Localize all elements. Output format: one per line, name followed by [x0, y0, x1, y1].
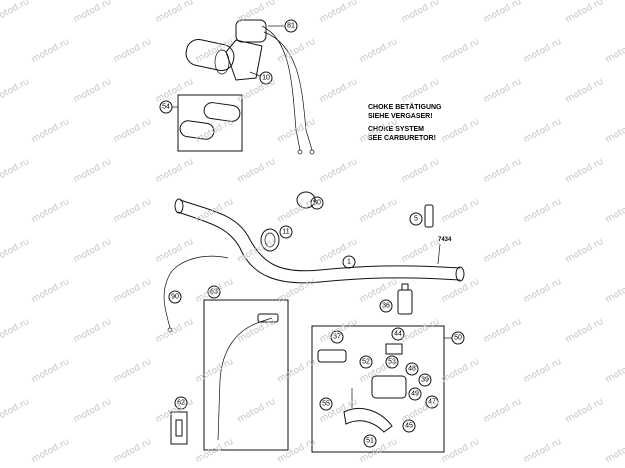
callout-m45 [402, 419, 416, 433]
callout-m39 [418, 373, 432, 387]
callout-m53 [385, 355, 399, 369]
callout-bar-end-plug-label: 5 [414, 216, 418, 223]
bar-pad [260, 228, 280, 252]
callout-m37-label: 37 [333, 334, 341, 341]
choke-note-en-line1: CHOKE SYSTEM [368, 126, 424, 133]
callout-hydraulic-line-label: 63 [210, 289, 218, 296]
hydraulic-line-frame [203, 299, 289, 451]
callout-grip-set-label: 54 [162, 104, 170, 111]
callout-clutch-cable-label: 90 [171, 294, 179, 301]
callout-m45-label: 45 [405, 423, 413, 430]
grip-set-frame [177, 94, 243, 152]
callout-clutch-cable [168, 290, 182, 304]
callout-m55-label: 55 [322, 401, 330, 408]
throttle-cable-2 [263, 31, 307, 131]
callout-handlebar-label: 1 [347, 259, 351, 266]
callout-cable-clip [310, 196, 324, 210]
master-body [371, 375, 407, 399]
throttle-cable-nipple-2 [309, 149, 315, 155]
grip-right [179, 120, 215, 140]
clutch-cable [163, 255, 229, 329]
callout-m48-label: 48 [408, 366, 416, 373]
callout-clutch-master-label: 50 [454, 335, 462, 342]
throttle-housing-body [225, 39, 263, 81]
callout-m44 [391, 327, 405, 341]
callout-hydraulic-line [207, 285, 221, 299]
callout-bar-end-plug [409, 212, 423, 226]
cable-clip-group: 80 [296, 191, 324, 210]
callout-m53-label: 53 [388, 359, 396, 366]
throttle-cable-end-1 [295, 129, 301, 151]
bleed-screw [175, 419, 183, 437]
master-piston [317, 349, 347, 363]
handlebar-upper-edge [179, 199, 461, 272]
grip-set-box: 54 [159, 94, 243, 152]
handlebar-right-end [455, 266, 465, 282]
handlebar-group: 1 7434 [174, 198, 465, 284]
fluid-bottle [397, 289, 413, 315]
handlebar-left-end [174, 198, 184, 214]
throttle-grip-assembly: 81 10 [185, 19, 315, 155]
callout-m51-label: 51 [366, 438, 374, 445]
callout-m55 [319, 397, 333, 411]
choke-note-de-line2: SIEHE VERGASER! [368, 113, 433, 120]
callout-m48 [405, 362, 419, 376]
callout-bar-pad [279, 225, 293, 239]
choke-note: CHOKE BETÄTIGUNG SIEHE VERGASER! CHOKE S… [368, 103, 442, 142]
clutch-master-box: 50 37 44 52 53 48 39 49 47 55 51 45 [311, 325, 465, 453]
bleed-screw-frame [170, 411, 188, 445]
callout-fluid-bottle-label: 36 [382, 303, 390, 310]
cable-clip [296, 191, 316, 209]
callout-throttle-cable [284, 19, 298, 33]
callout-m37 [330, 330, 344, 344]
clutch-cable-group: 90 [163, 255, 229, 333]
throttle-grip [185, 39, 235, 71]
bar-end-plug [424, 204, 434, 228]
callout-m52 [359, 355, 373, 369]
leader-bar-code [437, 243, 441, 265]
callout-bar-pad-label: 11 [282, 229, 289, 236]
choke-note-de-line1: CHOKE BETÄTIGUNG [368, 103, 442, 111]
throttle-cable-end-2 [305, 129, 313, 151]
handlebar-lower-edge [177, 211, 461, 284]
throttle-cable-1 [261, 25, 297, 131]
choke-note-en-line2: SEE CARBURETOR! [368, 135, 436, 142]
bar-pad-group: 11 [260, 225, 293, 252]
callout-cable-clip-label: 80 [313, 200, 321, 207]
clutch-master-frame [311, 325, 445, 453]
callout-m47 [425, 395, 439, 409]
bar-pad-inner [264, 232, 276, 248]
bleed-screw-group: 62 [170, 396, 188, 445]
callout-m49 [408, 387, 422, 401]
bar-end-plug-group: 5 [409, 204, 434, 228]
callout-m52-label: 52 [362, 359, 370, 366]
handlebar-code: 7434 [438, 237, 452, 243]
callout-bleed-screw [174, 396, 188, 410]
throttle-grip-flange [214, 49, 230, 75]
callout-m39-label: 39 [421, 377, 429, 384]
grip-left [203, 102, 241, 122]
clutch-lever [343, 408, 393, 433]
fluid-bottle-group: 36 [379, 283, 413, 315]
reservoir-cap [385, 343, 403, 355]
throttle-housing-top [235, 19, 267, 43]
callout-throttle-housing-label: 10 [262, 75, 270, 82]
callout-fluid-bottle [379, 299, 393, 313]
callout-bleed-screw-label: 62 [177, 400, 185, 407]
callout-m44-label: 44 [394, 331, 402, 338]
callout-m47-label: 47 [428, 399, 436, 406]
callout-m49-label: 49 [411, 391, 419, 398]
callout-throttle-cable-label: 81 [287, 23, 295, 30]
fluid-bottle-cap [401, 283, 409, 291]
throttle-cable-nipple-1 [297, 149, 303, 155]
callout-throttle-housing [259, 71, 273, 85]
clutch-cable-nipple [167, 327, 173, 333]
hydraulic-line-fitting [257, 313, 279, 323]
leader-throttle-housing [249, 71, 261, 77]
callout-handlebar [342, 255, 356, 269]
callout-m51 [363, 434, 377, 448]
